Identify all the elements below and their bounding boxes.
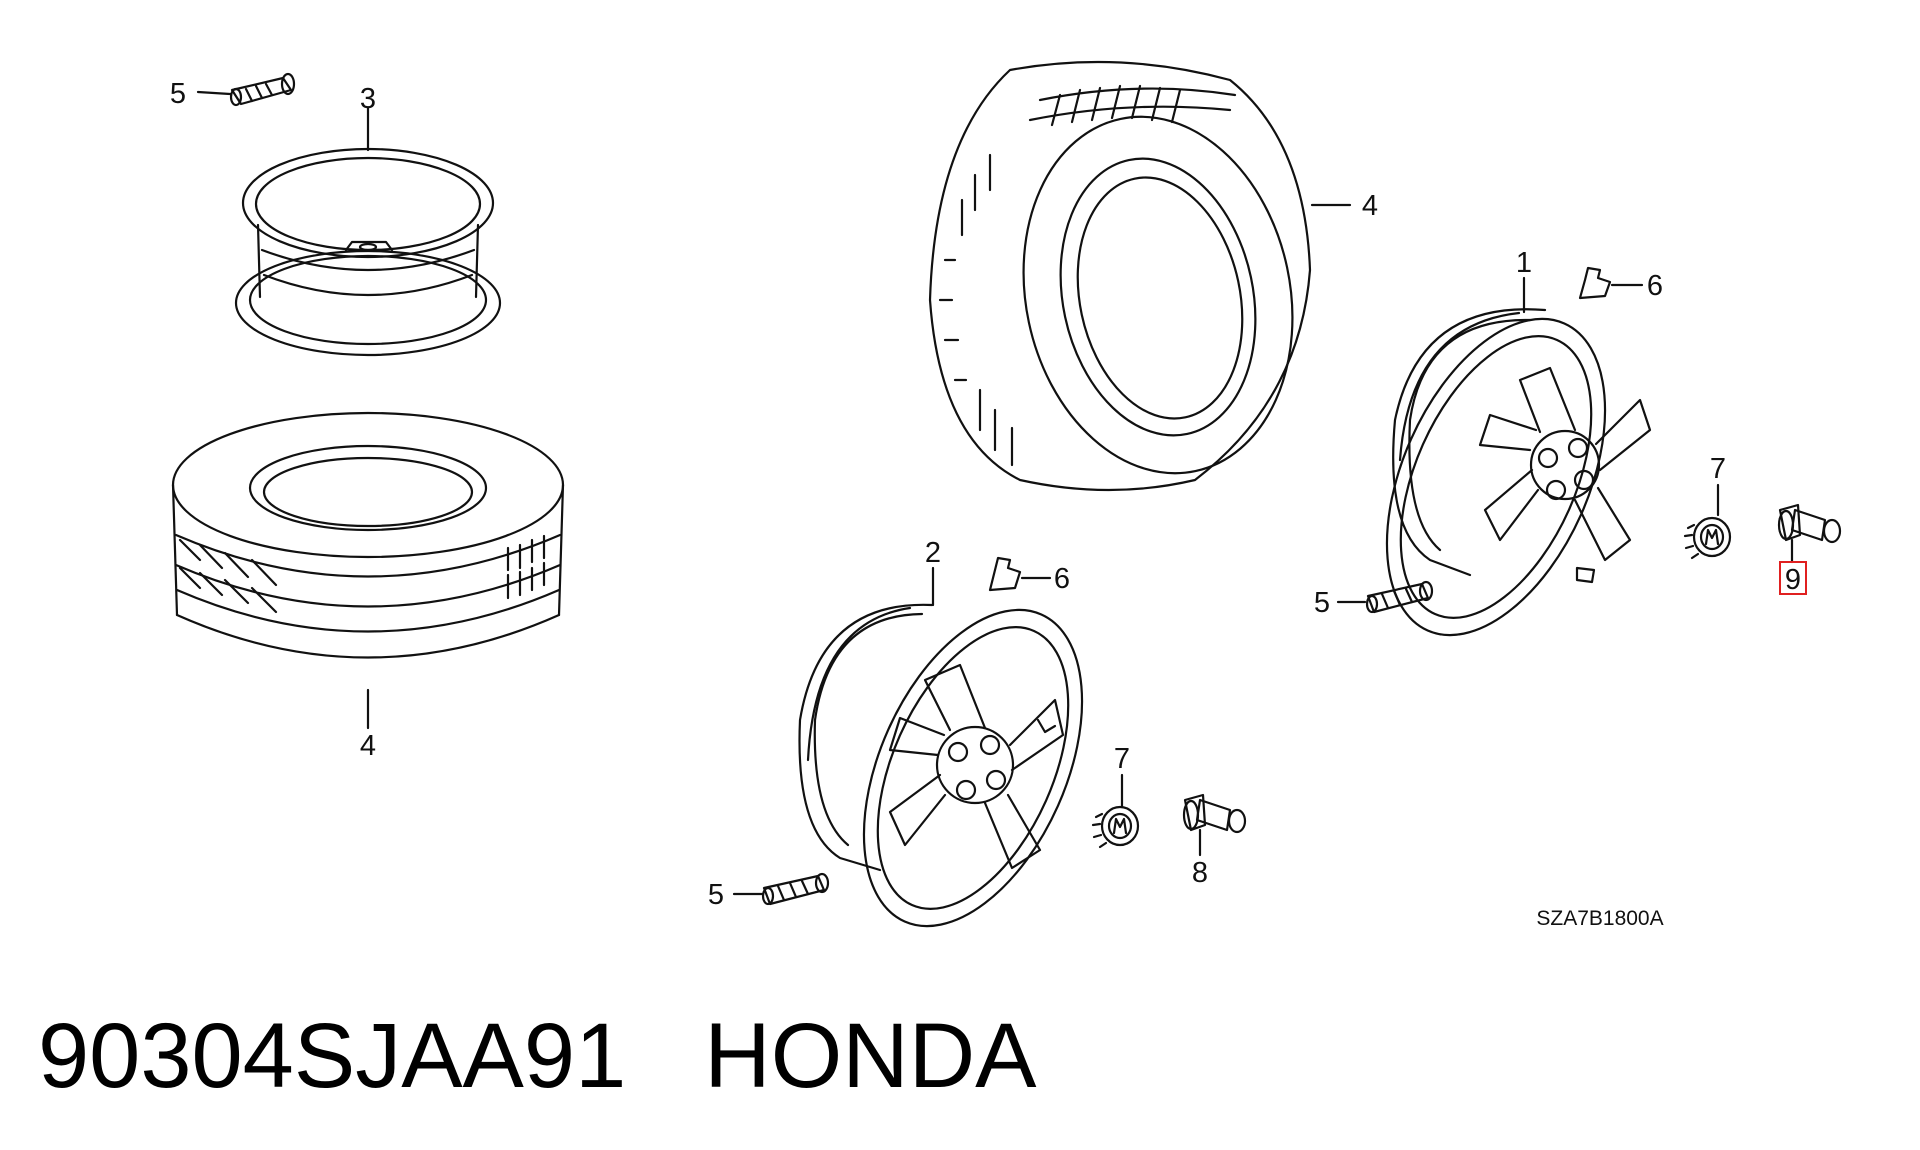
highlight-box <box>1779 561 1807 595</box>
callout-label: 6 <box>1647 270 1663 302</box>
callout-label: 5 <box>1314 587 1330 619</box>
callout-label: 7 <box>1114 743 1130 775</box>
drawing-code: SZA7B1800A <box>1536 907 1663 930</box>
balance-weight-clip-part <box>988 556 1022 592</box>
brand-name: HONDA <box>704 1005 1037 1107</box>
callout-label: 4 <box>360 730 376 762</box>
part-number: 90304SJAA91 <box>38 1005 627 1107</box>
callout-label: 6 <box>1054 563 1070 595</box>
balance-weight-clip-part <box>1578 266 1612 300</box>
wheel-nut-part <box>1777 503 1842 544</box>
callout-label: 5 <box>170 78 186 110</box>
spare-steel-wheel-part <box>234 147 502 357</box>
callout-label: 4 <box>1362 190 1378 222</box>
callout-label: 3 <box>360 83 376 115</box>
valve-stem-part <box>1365 580 1434 614</box>
center-cap-part <box>1683 516 1732 560</box>
callout-label-highlighted: 9 <box>1785 564 1801 596</box>
center-cap-part <box>1091 805 1140 849</box>
wheel-nut-part <box>1182 793 1247 834</box>
callout-label: 5 <box>708 879 724 911</box>
alloy-wheel-2-part <box>798 603 1084 928</box>
callout-label: 1 <box>1516 247 1532 279</box>
spare-tire-part <box>171 411 565 659</box>
diagram-canvas: 5 3 4 4 1 6 7 9 5 2 6 7 8 5 SZA7B1800A <box>170 60 1842 930</box>
valve-stem-part <box>229 72 296 107</box>
callout-label: 7 <box>1710 453 1726 485</box>
alloy-wheel-1-part <box>1385 308 1652 637</box>
tire-part <box>928 60 1312 492</box>
valve-stem-part <box>761 872 830 906</box>
callout-label: 2 <box>925 537 941 569</box>
callout-label: 8 <box>1192 857 1208 889</box>
